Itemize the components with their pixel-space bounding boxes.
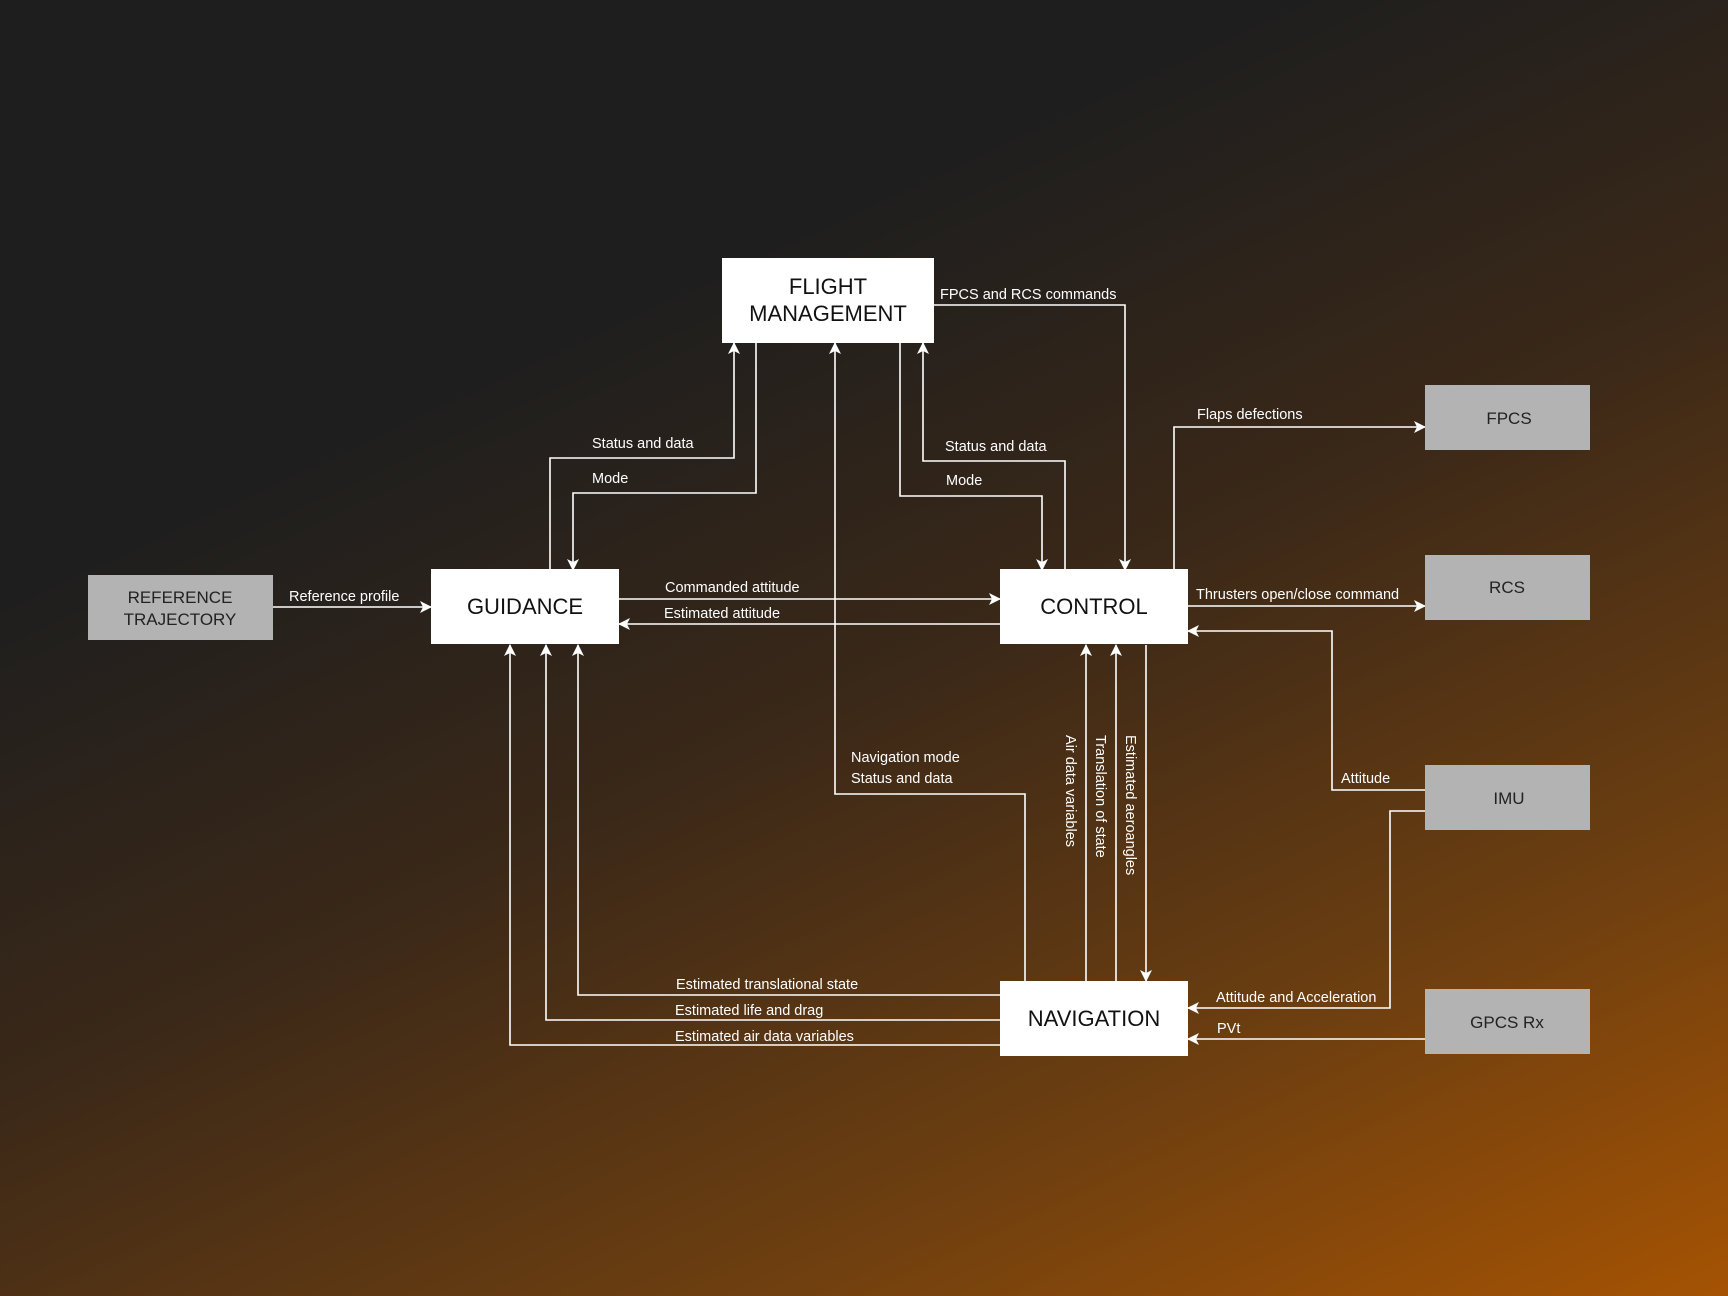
edge-fm-to-control-mode <box>899 343 1048 571</box>
rcs-block[interactable]: RCS <box>1425 555 1590 620</box>
edge-fm-to-guidance-mode <box>567 343 757 571</box>
control-label: CONTROL <box>1040 594 1148 619</box>
edge-fm-to-control-commands <box>934 304 1131 571</box>
label-thrusters-command: Thrusters open/close command <box>1196 587 1399 603</box>
gpcs-rx-label: GPCS Rx <box>1470 1013 1544 1032</box>
label-air-data-variables: Air data variables <box>1062 735 1078 847</box>
guidance-label: GUIDANCE <box>467 594 583 619</box>
flight-management-label-1: FLIGHT <box>789 274 867 299</box>
navigation-block[interactable]: NAVIGATION <box>1000 981 1188 1056</box>
imu-label: IMU <box>1493 789 1524 808</box>
edge-guidance-to-fm-status <box>549 342 740 570</box>
label-navigation-mode: Navigation mode <box>851 750 960 766</box>
edge-nav-to-guidance-airdata <box>504 644 1000 1046</box>
label-pvt: PVt <box>1217 1021 1240 1037</box>
label-control-mode: Mode <box>946 473 982 489</box>
label-commanded-attitude: Commanded attitude <box>665 580 800 596</box>
rcs-label: RCS <box>1489 578 1525 597</box>
edge-control-to-fpcs <box>1173 421 1426 570</box>
label-estimated-air-data-variables: Estimated air data variables <box>675 1029 854 1045</box>
edge-imu-to-control-attitude <box>1187 625 1425 791</box>
guidance-block[interactable]: GUIDANCE <box>431 569 619 644</box>
label-guidance-mode: Mode <box>592 471 628 487</box>
edge-control-to-fm-status <box>917 342 1066 570</box>
label-fpcs-rcs-commands: FPCS and RCS commands <box>940 287 1116 303</box>
reference-trajectory-label-1: REFERENCE <box>128 588 233 607</box>
label-guidance-status-data: Status and data <box>592 436 695 452</box>
gpcs-rx-block[interactable]: GPCS Rx <box>1425 989 1590 1054</box>
control-block[interactable]: CONTROL <box>1000 569 1188 644</box>
edge-navigation-to-fm <box>829 342 1026 981</box>
label-navigation-status-data: Status and data <box>851 771 954 787</box>
label-flaps-defections: Flaps defections <box>1197 407 1303 423</box>
label-reference-profile: Reference profile <box>289 589 399 605</box>
label-estimated-attitude: Estimated attitude <box>664 606 780 622</box>
label-translation-of-state: Translation of state <box>1092 735 1108 858</box>
edge-imu-to-nav <box>1187 810 1425 1014</box>
reference-trajectory-label-2: TRAJECTORY <box>124 610 237 629</box>
label-control-status-data: Status and data <box>945 439 1048 455</box>
imu-block[interactable]: IMU <box>1425 765 1590 830</box>
fpcs-block[interactable]: FPCS <box>1425 385 1590 450</box>
label-estimated-translational-state: Estimated translational state <box>676 977 858 993</box>
flight-management-block[interactable]: FLIGHT MANAGEMENT <box>722 258 934 343</box>
label-attitude-acceleration: Attitude and Acceleration <box>1216 990 1376 1006</box>
flight-management-label-2: MANAGEMENT <box>749 301 907 326</box>
label-estimated-life-drag: Estimated life and drag <box>675 1003 823 1019</box>
label-attitude: Attitude <box>1341 771 1390 787</box>
label-estimated-aeroangles: Estimated aeroangles <box>1122 735 1138 875</box>
navigation-label: NAVIGATION <box>1028 1006 1160 1031</box>
edge-nav-to-guidance-translational <box>572 644 1000 996</box>
edge-nav-to-guidance-lifedrag <box>540 644 1000 1021</box>
reference-trajectory-block[interactable]: REFERENCE TRAJECTORY <box>88 575 273 640</box>
fpcs-label: FPCS <box>1486 409 1531 428</box>
